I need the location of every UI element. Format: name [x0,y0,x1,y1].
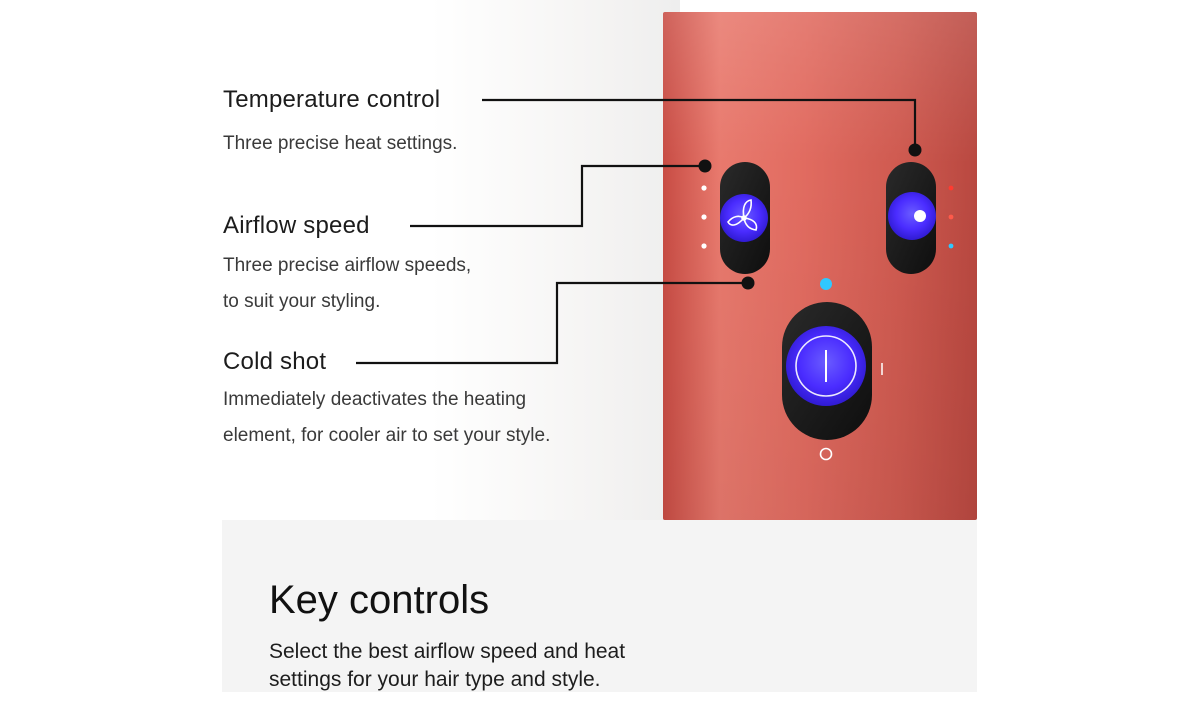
cold-shot-indicator [820,278,832,290]
cold-shot-desc-line-2: element, for cooler air to set your styl… [223,425,551,446]
key-controls-panel [222,520,977,692]
cold-shot-title: Cold shot [223,348,327,375]
heat-level-indicators [948,185,954,249]
key-controls-heading: Key controls [269,578,490,622]
cold-shot-desc-line-1: Immediately deactivates the heating [223,389,527,410]
temperature-leader [482,98,917,150]
airflow-desc-line-1: Three precise airflow speeds, [223,255,472,276]
airflow-button[interactable] [720,162,770,274]
temperature-control-title: Temperature control [223,86,441,113]
key-controls-description: Select the best airflow speed and heat s… [269,640,626,691]
temperature-desc-line-1: Three precise heat settings. [223,133,458,154]
fan-icon [727,199,758,231]
temperature-button[interactable] [886,162,936,274]
temperature-control-desc: Three precise heat settings. [223,126,457,162]
cold-shot-leader [356,281,748,365]
airflow-speed-indicators [701,185,707,249]
heat-dot-icon [914,210,926,222]
background-fade [430,0,680,520]
leader-endpoints [698,143,922,290]
airflow-speed-desc: Three precise airflow speeds, to suit yo… [223,248,471,320]
cold-shot-desc: Immediately deactivates the heating elem… [223,382,550,454]
cold-shot-button[interactable] [782,302,872,440]
airflow-desc-line-2: to suit your styling. [223,291,381,312]
off-indicator [819,447,833,461]
airflow-speed-title: Airflow speed [223,212,370,239]
airflow-leader [410,164,705,228]
leader-lines [356,98,917,365]
